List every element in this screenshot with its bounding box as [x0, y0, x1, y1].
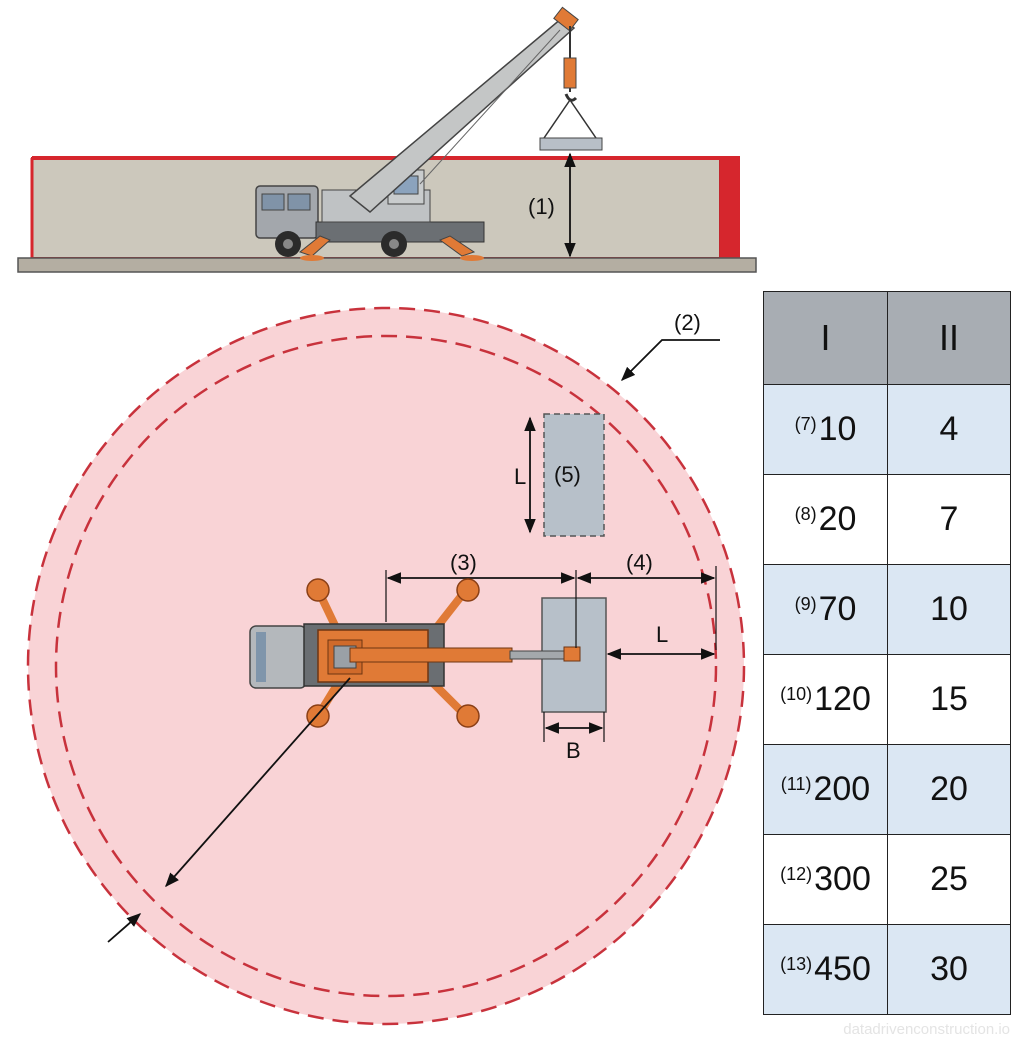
load-length-label: L — [514, 464, 526, 489]
wall-red-end — [720, 158, 740, 258]
col1-value: 450 — [814, 950, 871, 988]
table-cell-col1: (13)450 — [763, 924, 888, 1015]
table-cell-col2: 20 — [887, 744, 1011, 835]
table-cell-col2: 15 — [887, 654, 1011, 745]
table-cell-col2: 10 — [887, 564, 1011, 655]
table-cell-col1: (11)200 — [763, 744, 888, 835]
ground-line — [17, 257, 757, 273]
table-header-col1: I — [763, 291, 888, 385]
margin-label: (4) — [626, 550, 653, 575]
reach-label: (3) — [450, 550, 477, 575]
load-area-label: (5) — [554, 462, 581, 487]
table-header-row: I II — [763, 291, 1011, 385]
suspended-load — [539, 137, 603, 151]
side-length-label: L — [656, 622, 668, 647]
row-index: (9) — [794, 594, 817, 615]
col1-value: 20 — [818, 500, 857, 538]
table-cell-col1: (10)120 — [763, 654, 888, 745]
outer-zone-pointer — [107, 913, 142, 943]
table-cell-col1: (12)300 — [763, 834, 888, 925]
table-cell-col1: (7)10 — [763, 384, 888, 475]
pad-width-label: B — [566, 738, 581, 763]
watermark: datadrivenconstruction.io — [843, 1021, 1010, 1038]
col1-value: 10 — [818, 410, 857, 448]
row-index: (11) — [780, 774, 812, 795]
plan-view: (5) L B L (3) (4) — [26, 306, 746, 1026]
crane-plan-icon — [249, 578, 581, 728]
mobile-crane-icon — [255, 6, 603, 261]
table-cell-col2: 25 — [887, 834, 1011, 925]
table-cell-col1: (9)70 — [763, 564, 888, 655]
table-cell-col2: 30 — [887, 924, 1011, 1015]
load-storage-area — [543, 413, 605, 537]
table-cell-col2: 4 — [887, 384, 1011, 475]
elevation-view: (1) — [17, 6, 757, 273]
inner-work-zone — [54, 334, 718, 998]
row-index: (7) — [794, 414, 817, 435]
row-index: (13) — [780, 954, 813, 975]
col1-value: 300 — [814, 860, 871, 898]
table-cell-col1: (8)20 — [763, 474, 888, 565]
outer-zone-leader — [620, 339, 720, 382]
outer-zone-label: (2) — [674, 310, 701, 335]
row-index: (8) — [794, 504, 817, 525]
table-cell-col2: 7 — [887, 474, 1011, 565]
table-header-col2: II — [887, 291, 1011, 385]
height-label: (1) — [528, 194, 555, 219]
col1-value: 70 — [818, 590, 857, 628]
row-index: (10) — [780, 684, 813, 705]
col1-value: 120 — [814, 680, 871, 718]
radius-dimension — [165, 677, 351, 888]
row-index: (12) — [780, 864, 813, 885]
col1-value: 200 — [813, 770, 871, 808]
